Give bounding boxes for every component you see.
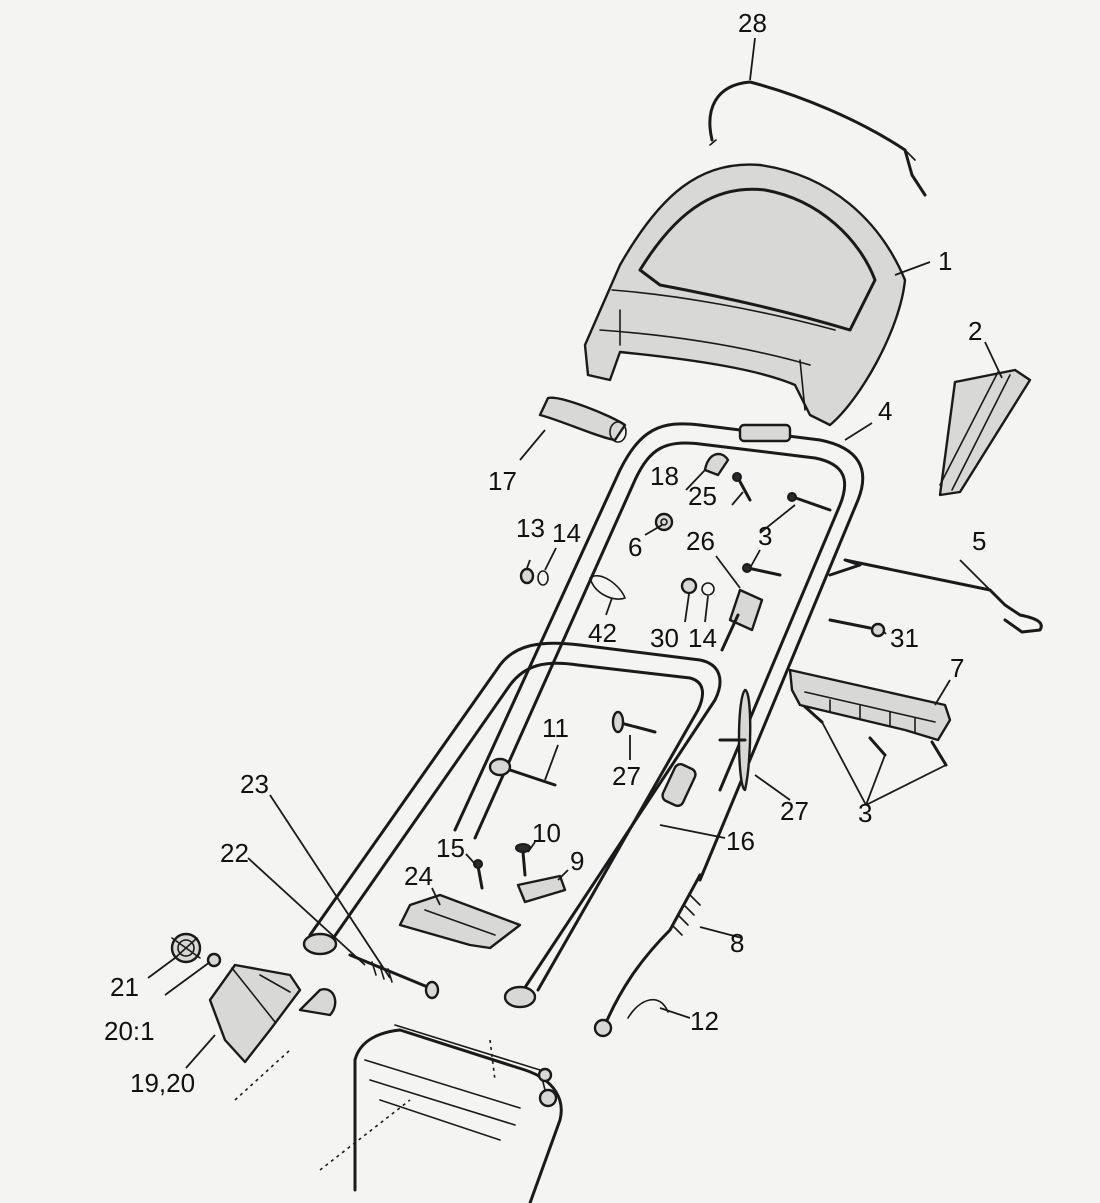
callout-20-1: 20:1 <box>104 1016 155 1046</box>
part-28-bail <box>708 80 927 197</box>
callout-3a: 3 <box>758 521 772 551</box>
part-4-upper-handle <box>453 422 865 882</box>
callout-27b: 27 <box>780 796 809 826</box>
part-10-screw <box>515 843 531 877</box>
part-1-console <box>583 163 907 427</box>
part-13-14-washers <box>519 567 549 586</box>
part-8-spring <box>593 873 702 1038</box>
callout-8: 8 <box>730 928 744 958</box>
part-31-bolt <box>828 618 886 638</box>
part-25-screw <box>732 472 752 502</box>
part-3-bolts <box>742 492 948 767</box>
callout-19-20: 19,20 <box>130 1068 195 1098</box>
callout-23: 23 <box>240 769 269 799</box>
callout-17: 17 <box>488 466 517 496</box>
part-11-bolt <box>488 757 557 787</box>
callout-9: 9 <box>570 846 584 876</box>
callout-42: 42 <box>588 618 617 648</box>
leader-lines <box>147 37 1003 1069</box>
callout-18: 18 <box>650 461 679 491</box>
part-20-washer <box>206 952 222 968</box>
callout-24: 24 <box>404 861 433 891</box>
callout-5: 5 <box>972 526 986 556</box>
part-18-cable-clip <box>703 452 730 477</box>
callout-11: 11 <box>542 713 569 743</box>
part-7-cable-guide <box>788 668 952 742</box>
callout-16: 16 <box>726 826 755 856</box>
callout-25: 25 <box>688 481 717 511</box>
callout-13: 13 <box>516 513 545 543</box>
part-24-plate <box>398 893 522 950</box>
callout-15: 15 <box>436 833 465 863</box>
part-9-block <box>516 874 567 904</box>
callout-31: 31 <box>890 623 919 653</box>
callout-12: 12 <box>690 1006 719 1036</box>
callout-7: 7 <box>950 653 964 683</box>
callout-labels: 28 1 2 4 17 18 25 13 14 6 26 3 5 42 30 1… <box>104 8 986 1098</box>
part-30-14-washers <box>680 577 715 596</box>
part-17-sleeve <box>538 396 627 443</box>
part-12-cable-end <box>627 998 669 1019</box>
callout-10: 10 <box>532 818 561 848</box>
part-19-20-cover <box>208 963 302 1064</box>
callout-3b: 3 <box>858 798 872 828</box>
mower-deck <box>234 988 563 1203</box>
part-27-knob <box>611 688 752 792</box>
callout-27a: 27 <box>612 761 641 791</box>
callout-30: 30 <box>650 623 679 653</box>
part-42-clip <box>589 575 626 600</box>
part-16-lower-handle <box>302 641 722 1009</box>
callout-22: 22 <box>220 838 249 868</box>
callout-4: 4 <box>878 396 892 426</box>
callout-14b: 14 <box>688 623 717 653</box>
callout-6: 6 <box>628 532 642 562</box>
callout-26: 26 <box>686 526 715 556</box>
callout-2: 2 <box>968 316 982 346</box>
callout-21: 21 <box>110 972 139 1002</box>
part-5-rod <box>828 558 1043 634</box>
part-6-nut <box>654 512 674 532</box>
part-26-switch <box>720 588 764 652</box>
part-21-knob <box>170 932 202 964</box>
callout-14a: 14 <box>552 518 581 548</box>
callout-1: 1 <box>938 246 952 276</box>
callout-28: 28 <box>738 8 767 38</box>
part-23-bolt <box>348 953 440 1000</box>
part-2-bracket <box>938 368 1032 497</box>
